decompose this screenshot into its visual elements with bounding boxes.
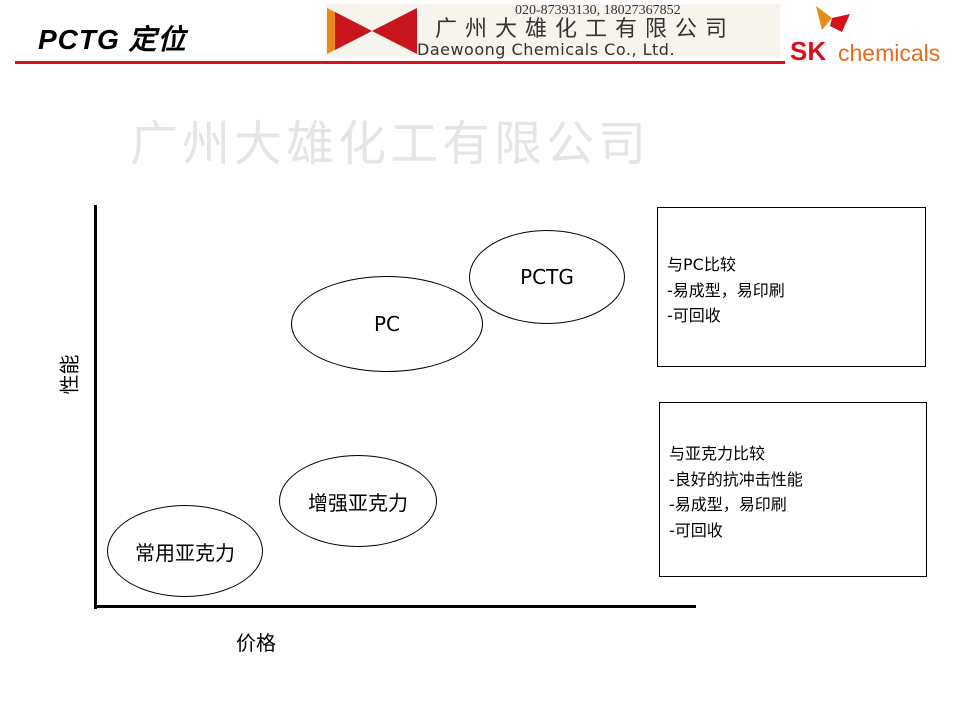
watermark: 广州大雄化工有限公司 [130, 116, 651, 172]
note-line: -良好的抗冲击性能 [669, 469, 803, 489]
note-box-vs-pc: 与PC比较 -易成型，易印刷 -可回收 [657, 207, 926, 367]
sk-logo: SK [790, 36, 827, 66]
bubble-reinforced-acrylic: 增强亚克力 [279, 455, 437, 547]
daewoong-logo: 020-87393130, 18027367852 广州大雄化工有限公司 Dae… [325, 4, 780, 58]
y-axis [94, 205, 97, 609]
company-name-en: Daewoong Chemicals Co., Ltd. [417, 40, 676, 59]
x-axis [94, 605, 696, 608]
x-axis-label: 价格 [236, 631, 276, 655]
note-line: -可回收 [667, 306, 721, 325]
header-divider [15, 61, 785, 64]
note-line: 与PC比较 [667, 255, 736, 274]
note-line: -易成型，易印刷 [669, 495, 787, 514]
company-phone: 020-87393130, 18027367852 [515, 3, 681, 18]
bubble-common-acrylic: 常用亚克力 [107, 505, 263, 597]
company-name-cn: 广州大雄化工有限公司 [435, 17, 736, 42]
note-line: 与亚克力比较 [669, 444, 766, 463]
y-axis-label: 性能 [57, 354, 82, 395]
bubble-pc: PC [291, 276, 483, 372]
slide-title: PCTG 定位 [38, 24, 187, 55]
sk-butterfly-icon [816, 6, 850, 32]
note-line: -易成型，易印刷 [667, 280, 785, 300]
note-line: -可回收 [669, 520, 723, 540]
note-box-vs-acrylic: 与亚克力比较 -良好的抗冲击性能 -易成型，易印刷 -可回收 [659, 402, 927, 577]
daewoong-emblem-icon [327, 8, 417, 54]
bubble-pctg: PCTG [469, 230, 625, 324]
sk-logo-chemicals: chemicals [838, 40, 941, 66]
